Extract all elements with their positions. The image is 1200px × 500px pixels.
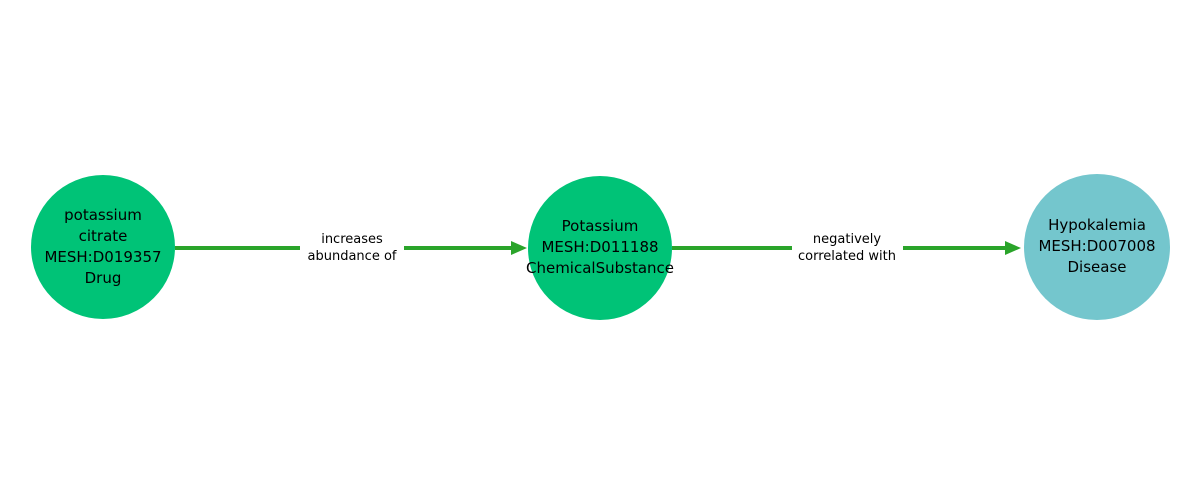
edge-label-line: correlated with [798,249,896,264]
node-label-line: Hypokalemia [1048,216,1146,234]
edge-label-increases-abundance: increases abundance of [262,231,442,265]
edge-label-line: negatively [812,232,882,247]
node-label-line: potassium [64,206,142,224]
node-potassium-citrate [31,175,175,319]
edge-negatively-correlated-arrowhead-icon [1005,241,1021,255]
node-label-line: Potassium [561,217,639,235]
node-label-line: Disease [1067,258,1127,276]
node-label-line: MESH:D019357 [44,248,162,266]
node-label-line: MESH:D011188 [541,238,659,256]
node-label-line: MESH:D007008 [1038,237,1156,255]
node-label-line: Drug [84,269,122,287]
node-label-potassium: Potassium MESH:D011188 ChemicalSubstance [490,216,710,279]
edge-label-line: abundance of [307,249,397,264]
node-label-hypokalemia: Hypokalemia MESH:D007008 Disease [997,215,1197,278]
node-hypokalemia [1024,174,1170,320]
node-label-potassium-citrate: potassium citrate MESH:D019357 Drug [3,205,203,289]
edge-label-line: increases [321,232,383,247]
node-label-line: citrate [78,227,128,245]
edge-label-negatively-correlated: negatively correlated with [757,231,937,265]
edge-increases-abundance-arrowhead-icon [511,241,527,255]
node-label-line: ChemicalSubstance [525,259,674,277]
node-potassium [528,176,672,320]
